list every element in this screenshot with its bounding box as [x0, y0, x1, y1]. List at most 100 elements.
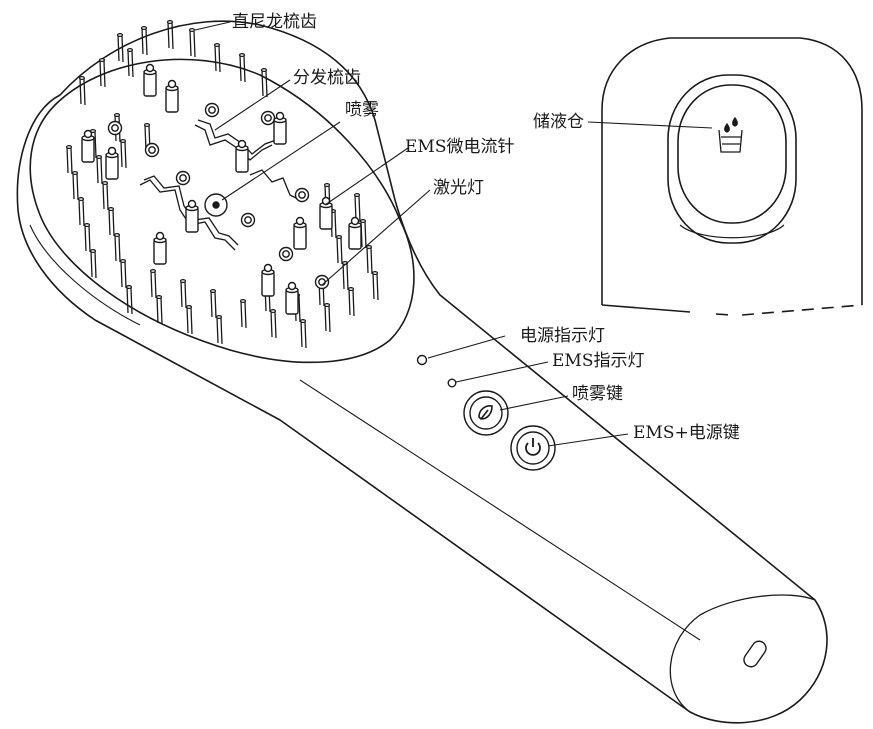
leaf-droplet-icon: [478, 405, 493, 420]
bristle-tip-33: [125, 284, 133, 290]
bristle-side-28: [184, 281, 187, 309]
bristle-21: [114, 234, 117, 262]
label-ems-indicator: EMS指示灯: [552, 351, 645, 371]
reservoir-window-inner: [677, 84, 787, 224]
label-split-teeth: 分发梳齿: [293, 68, 361, 88]
brush-head-plate: [29, 58, 415, 364]
water-drop-container-icon: [718, 116, 743, 153]
bristle-tip-24: [323, 302, 331, 308]
bristle-side-39: [171, 22, 174, 50]
bristle-25: [90, 250, 93, 278]
bristle-11: [366, 246, 369, 274]
bristle-26: [120, 260, 123, 288]
bristle-19: [348, 288, 351, 316]
bristle-side-37: [121, 35, 124, 63]
bristle-tip-3: [353, 192, 361, 198]
bristle-side-32: [304, 321, 307, 349]
bristle-side-44: [218, 45, 221, 73]
bristle-tip-44: [213, 42, 221, 48]
ems-power-button[interactable]: [510, 425, 556, 471]
bristle-3: [354, 194, 357, 222]
ems-pin-body-6: [185, 207, 199, 233]
bristle-side-15: [376, 273, 379, 301]
bristle-side-20: [88, 225, 91, 253]
bristle-side-17: [112, 209, 115, 237]
bristle-tip-0: [113, 112, 121, 118]
bristle-tip-17: [107, 206, 115, 212]
split-wire-2: [197, 119, 277, 155]
bristle-14: [342, 262, 345, 290]
bristle-side-31: [274, 311, 277, 339]
bristle-tip-11: [365, 244, 373, 250]
ems-pin-cap-5: [275, 111, 285, 121]
power-icon: [525, 438, 541, 456]
leader-power-indicator: [427, 335, 506, 359]
bristle-27: [150, 270, 153, 298]
ems-pin-body-7: [153, 239, 167, 265]
leader-ems-indicator: [455, 361, 549, 383]
label-straight-nylon-teeth: 直尼龙梳齿: [232, 12, 317, 32]
inset-outline: [601, 37, 863, 305]
leader-laser: [321, 189, 431, 286]
bristle-tip-40: [188, 27, 196, 33]
bristle-tip-45: [238, 52, 246, 58]
laser-ring-inner-3: [244, 216, 252, 224]
bristle-side-26: [124, 261, 127, 289]
bristle-side-30: [244, 301, 247, 329]
bristle-side-34: [160, 297, 163, 325]
bristle-tip-28: [179, 278, 187, 284]
leader-straight-teeth: [194, 21, 231, 31]
bristle-side-21: [118, 235, 121, 263]
bristle-tip-7: [359, 218, 367, 224]
laser-ring-inner-6: [208, 106, 216, 114]
bristle-44: [214, 44, 217, 72]
ems-pin-body-10: [319, 204, 333, 230]
head-features: [107, 102, 330, 290]
leader-reservoir: [587, 121, 713, 129]
ems-pin-body-3: [105, 154, 119, 180]
inset-bottom-left: [601, 304, 691, 313]
ems-pin-body-0: [143, 71, 157, 97]
bristle-side-24: [328, 305, 331, 333]
ems-pin-cap-7: [155, 231, 165, 241]
bristle-tip-5: [119, 138, 127, 144]
bristle-tip-20: [83, 222, 91, 228]
bristle-tip-41: [126, 47, 134, 53]
ems-pin-cap-8: [263, 263, 273, 273]
laser-ring-inner-0: [111, 124, 119, 132]
bristle-side-3: [358, 195, 361, 223]
handle-end-edge: [669, 594, 816, 713]
bristle-tip-30: [239, 298, 247, 304]
bristle-32: [300, 320, 303, 348]
bristle-tip-9: [95, 154, 103, 160]
bristle-side-40: [193, 30, 196, 58]
power-indicator-light: [416, 354, 428, 366]
ems-pin-cap-9: [287, 281, 297, 291]
bristle-46: [261, 69, 264, 97]
ems-pin-cap-3: [107, 146, 117, 156]
bristle-tip-42: [98, 57, 106, 63]
bristle-side-25: [94, 251, 97, 279]
bristle-37: [117, 34, 120, 62]
reservoir-window-shadow: [679, 224, 785, 239]
bristle-tip-8: [65, 144, 73, 150]
bristle-31: [270, 310, 273, 338]
bristle-tip-15: [371, 270, 379, 276]
ems-pin-cap-12: [295, 216, 305, 226]
bristle-side-5: [124, 141, 127, 169]
bristle-42: [99, 59, 102, 87]
label-ems-microcurrent-needle: EMS微电流针: [405, 137, 515, 157]
ems-pin-cap-6: [187, 199, 197, 209]
bristle-side-8: [70, 147, 73, 175]
bristle-side-10: [340, 237, 343, 265]
bristle-tip-34: [155, 294, 163, 300]
spray-button[interactable]: [463, 390, 509, 436]
ems-pin-cap-0: [145, 63, 155, 73]
bristle-tip-26: [119, 258, 127, 264]
bristle-tip-35: [185, 304, 193, 310]
brush-head-rim: [29, 224, 141, 326]
bristle-8: [66, 146, 69, 174]
ems-pin-cap-2: [83, 129, 93, 139]
bristle-side-12: [76, 173, 79, 201]
